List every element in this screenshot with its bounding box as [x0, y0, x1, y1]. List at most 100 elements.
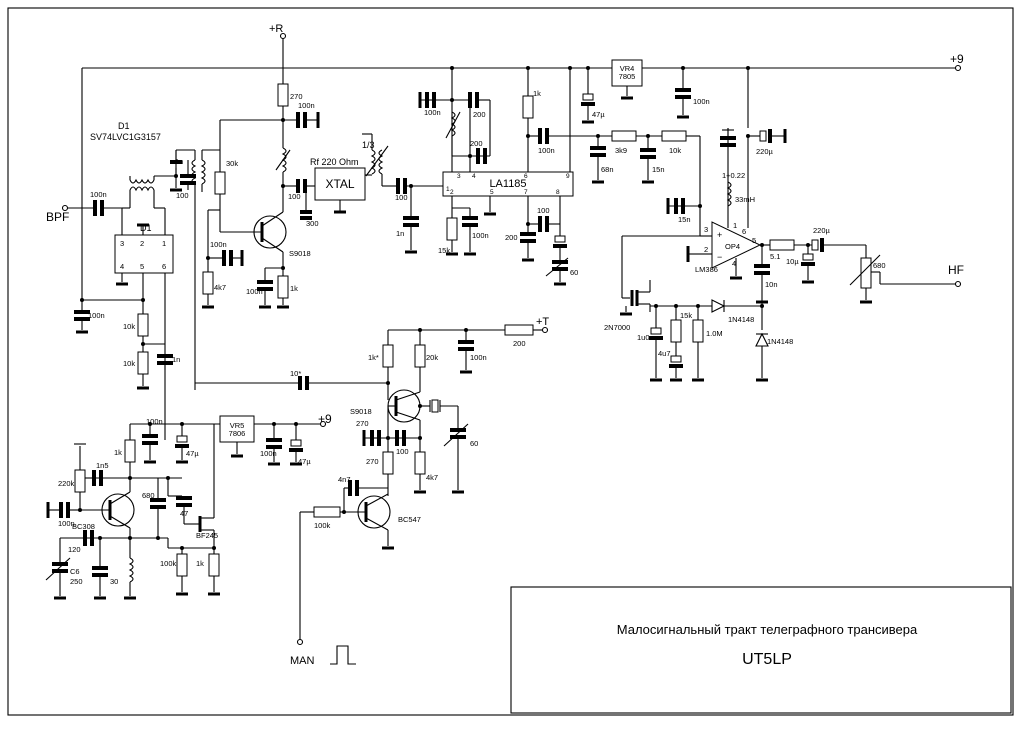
mixer-pin-2: 2: [450, 189, 454, 196]
r20k-label: 20k: [426, 353, 438, 362]
c1n5-label: 1n5: [96, 461, 109, 470]
diode-b-label: 1N4148: [767, 337, 793, 346]
c100n-vfo-label: 100n: [146, 417, 163, 426]
r270-top-label: 270: [290, 92, 303, 101]
d1-pin-5: 5: [140, 262, 144, 271]
c100n-base-label: 100n: [210, 240, 227, 249]
op-pin-4: 4: [732, 259, 736, 268]
op-pin-5: 5: [752, 236, 756, 245]
c10n-label: 10n: [765, 280, 778, 289]
schematic-title: Малосигнальный тракт телеграфного транси…: [617, 622, 918, 637]
d1-pin-2: 2: [140, 239, 144, 248]
terminal-man: MAN: [290, 655, 315, 667]
vr4-type-label: 7805: [619, 72, 636, 81]
r1k-star-label: 1k*: [368, 353, 379, 362]
c200-tank-label: 200: [470, 139, 483, 148]
op-pin-1: 1: [733, 221, 737, 230]
regulator-vr4: [581, 59, 691, 124]
r4k7-osc-label: 4k7: [426, 473, 438, 482]
c100-osc-label: 100: [396, 447, 409, 456]
r1k-fet-label: 1k: [196, 559, 204, 568]
r10k-b-label: 10k: [123, 359, 135, 368]
mixer-pin-6: 6: [524, 173, 528, 180]
c100n-vr5-label: 100n: [260, 449, 277, 458]
c1n-d1-label: 1n: [175, 157, 183, 166]
rx-rf-stage: [191, 32, 320, 309]
r3k9-label: 3k9: [615, 146, 627, 155]
c10u-label: 10µ: [786, 257, 799, 266]
c100n-bpf-label: 100n: [90, 190, 107, 199]
terminal-plus-t: +T: [536, 316, 549, 328]
mixer-pin-4: 4: [472, 173, 476, 180]
r680-out-label: 680: [873, 261, 886, 270]
title-block: [510, 586, 1012, 714]
d1-box-label: D1: [140, 223, 152, 233]
c680-label: 680: [142, 491, 155, 500]
c30-label: 30: [110, 577, 118, 586]
q-key-label: BC547: [398, 515, 421, 524]
vr5-type-label: 7806: [229, 429, 246, 438]
mixer-pin-3: 3: [457, 173, 461, 180]
terminal-9v-top: +9: [950, 52, 964, 66]
r220k-label: 220k: [58, 479, 75, 488]
mixer-pin-7: 7: [524, 189, 528, 196]
c100-mix2-label: 100: [537, 206, 550, 215]
op-ref-label: OP4: [725, 242, 740, 251]
r10k-af-label: 10k: [669, 146, 681, 155]
crystal-filter-box: [314, 167, 366, 201]
audio-amp-lm386: [686, 68, 962, 304]
crystal-filter: [314, 133, 443, 254]
r1-0m-label: 1.0M: [706, 329, 723, 338]
af-filter: [590, 130, 712, 237]
key-stage: [296, 480, 394, 665]
c47u-vr4-label: 47µ: [592, 110, 605, 119]
r10k-a-label: 10k: [123, 322, 135, 331]
c100-d1-label: 100: [176, 191, 189, 200]
r1k-vfo-label: 1k: [114, 448, 122, 457]
xtal-label: XTAL: [325, 177, 354, 191]
vr5-ref-label: VR5: [230, 421, 245, 430]
d1-pin-4: 4: [120, 262, 124, 271]
op-pin-6: 6: [742, 227, 746, 236]
c100n-mix3-label: 100n: [472, 231, 489, 240]
d1-pin-6: 6: [162, 262, 166, 271]
c1u0-22-label: 1+0.22: [722, 171, 745, 180]
r30k-label: 30k: [226, 159, 238, 168]
coil-ratio-label: 1/3: [362, 140, 375, 150]
c6-ref-label: C6: [70, 567, 80, 576]
c250-label: 250: [70, 577, 83, 586]
r15k-mute-label: 15k: [680, 311, 692, 320]
c100-xtal-label: 100: [288, 192, 301, 201]
c200-mix-label: 200: [473, 110, 486, 119]
d1-pin-3: 3: [120, 239, 124, 248]
d1-pin-1: 1: [162, 239, 166, 248]
q-rf-label: S9018: [289, 249, 311, 258]
c47-label: 47: [180, 509, 188, 518]
terminal-bpf: BPF: [46, 210, 69, 224]
c100n-t-label: 100n: [470, 353, 487, 362]
c68n-label: 68n: [601, 165, 614, 174]
sheet-frame: [7, 7, 1014, 716]
r15k-mix-label: 15k: [438, 246, 450, 255]
rf-impedance-label: Rf 220 Ohm: [310, 157, 359, 167]
c100n-mix2-label: 100n: [538, 146, 555, 155]
mixer-pin-5: 5: [490, 189, 494, 196]
c100n-top-label: 100n: [298, 101, 315, 110]
terminal-plus-r: +R: [269, 23, 283, 35]
c300-label: 300: [306, 219, 319, 228]
op-minus-sign: −: [717, 252, 722, 262]
q-fet-label: BF245: [196, 531, 218, 540]
op-type-label: LM386: [695, 265, 718, 274]
terminal-9v-vr5: +9: [318, 412, 332, 426]
c15n-a-label: 15n: [652, 165, 665, 174]
r1k-mix-label: 1k: [533, 89, 541, 98]
terminal-hf: HF: [948, 263, 964, 277]
c47u-vr5-label: 47µ: [298, 457, 311, 466]
op-pin-3: 3: [704, 225, 708, 234]
c100n-vr4-label: 100n: [693, 97, 710, 106]
c220u-top-label: 220µ: [756, 147, 774, 156]
q-osc-label: S9018: [350, 407, 372, 416]
c60-mix-label: 60: [570, 268, 578, 277]
